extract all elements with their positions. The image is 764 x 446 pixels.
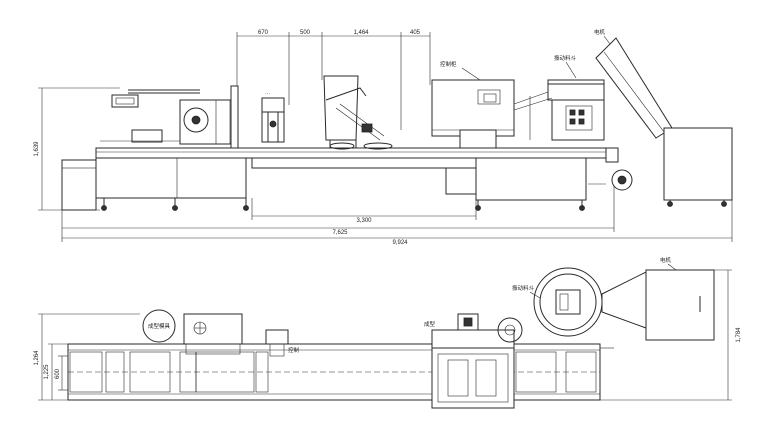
- dim-overall: 9,924: [392, 240, 408, 246]
- label-blower: 振动料斗: [512, 284, 535, 292]
- legs: [101, 198, 585, 211]
- plan-filler-unit: 控制: [265, 329, 300, 357]
- label-control-box: 控制柜: [440, 60, 457, 68]
- dim-top-4: 405: [410, 30, 421, 36]
- dim-inner: 3,300: [356, 218, 372, 224]
- frame-right: [475, 157, 587, 201]
- plan-blower: 振动料斗 电机: [512, 256, 715, 341]
- cutting-station: 振动料斗: [513, 54, 605, 141]
- end-roller: [588, 147, 633, 191]
- dim-middle: 7,625: [332, 230, 348, 236]
- sealing-station: 控制柜: [431, 60, 515, 149]
- plan-view: 1,264 1,225 600 成型模具: [34, 256, 742, 409]
- label-left-circle: 成型模具: [148, 322, 171, 330]
- unwind-station: [100, 85, 239, 149]
- label-left-machine: 成型: [424, 320, 436, 328]
- label-plan-motor: 电机: [660, 256, 672, 264]
- dim-plan-overall: 1,784: [736, 327, 742, 343]
- frame-left: [95, 157, 247, 199]
- dim-plan-1: 1,264: [34, 350, 40, 366]
- plan-right-dimension: 1,784: [600, 269, 742, 401]
- forming-station: ⋯: [261, 92, 285, 143]
- dim-height: 1,639: [34, 141, 40, 157]
- label-motor-top: 电机: [594, 28, 606, 36]
- plan-sealing-unit: 成型: [424, 313, 614, 409]
- bed-rail: [95, 147, 615, 159]
- dim-top-3: 1,464: [353, 30, 369, 36]
- plan-forming-unit: 成型模具: [142, 309, 243, 355]
- dim-top-1: 670: [258, 30, 269, 36]
- dim-top-2: 500: [300, 30, 311, 36]
- infeed-box: [61, 159, 97, 211]
- bottom-dimensions: 3,300 7,625 9,924: [61, 186, 733, 246]
- label-feeder-box: 振动料斗: [554, 54, 577, 62]
- frame-middle: [251, 157, 477, 169]
- label-side-note: 控制: [288, 346, 300, 354]
- top-dimension-chain: 670 500 1,464 405: [236, 30, 431, 130]
- dim-plan-2: 1,225: [44, 364, 50, 380]
- discharge-conveyor: 电机: [594, 28, 733, 207]
- side-view: 670 500 1,464 405 1,639: [34, 28, 733, 246]
- filling-hopper: [323, 75, 393, 150]
- svg-text:⋯: ⋯: [265, 92, 271, 98]
- dim-plan-3: 600: [55, 368, 61, 379]
